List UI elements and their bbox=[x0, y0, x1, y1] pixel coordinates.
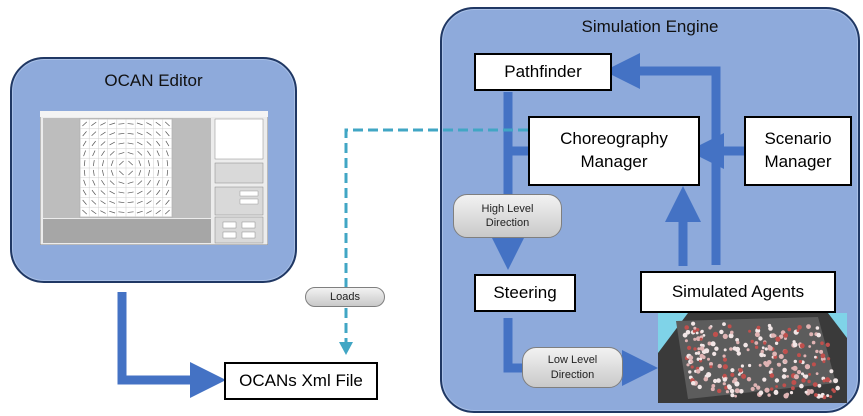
high-level-direction-label: High Level Direction bbox=[453, 194, 562, 238]
editor-to-file-arrow bbox=[117, 292, 226, 398]
simulated-agents-box: Simulated Agents bbox=[640, 271, 836, 313]
crowd-render-image bbox=[658, 313, 847, 403]
scenario-to-pathfinder-arrow bbox=[604, 53, 721, 265]
loads-dashed-connector bbox=[344, 128, 528, 344]
scenario-manager-box: Scenario Manager bbox=[744, 116, 852, 186]
low-level-direction-label: Low Level Direction bbox=[522, 347, 623, 388]
loads-label: Loads bbox=[305, 287, 385, 307]
ocan-editor-title: OCAN Editor bbox=[104, 71, 203, 90]
steering-box: Steering bbox=[474, 274, 576, 312]
simulation-engine-title: Simulation Engine bbox=[581, 17, 719, 36]
choreography-manager-box: Choreography Manager bbox=[528, 116, 700, 186]
pathfinder-box: Pathfinder bbox=[474, 53, 612, 91]
loads-dashed-arrowhead bbox=[339, 342, 353, 355]
ocans-xml-file-box: OCANs Xml File bbox=[224, 362, 378, 400]
editor-screenshot-image bbox=[40, 111, 268, 245]
